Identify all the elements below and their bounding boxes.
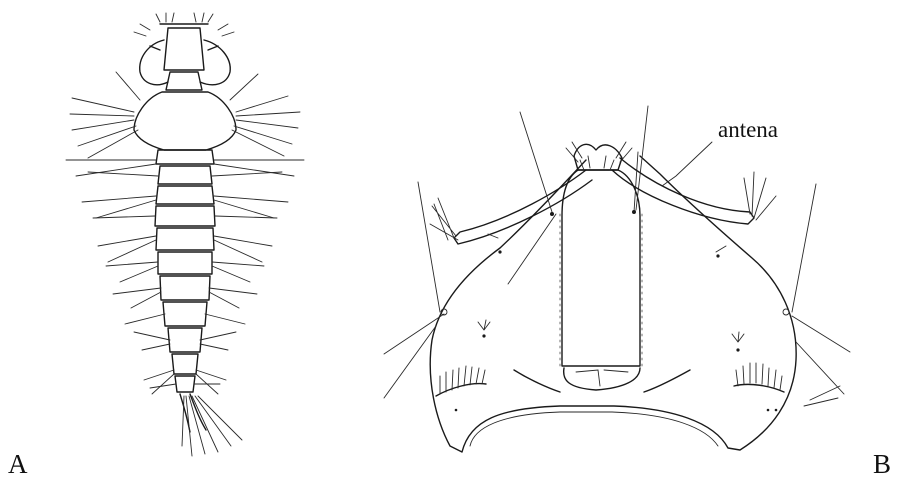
antenna-callout-line bbox=[662, 142, 712, 186]
larva-abdomen bbox=[155, 166, 215, 432]
antenna-label: antena bbox=[718, 118, 778, 141]
right-antenna bbox=[612, 158, 754, 224]
larva-head bbox=[134, 13, 234, 85]
larva-head-capsule-drawing bbox=[384, 106, 850, 452]
panel-a-label: A bbox=[8, 451, 28, 478]
left-bristle-comb bbox=[436, 366, 486, 396]
head-capsule-outline bbox=[430, 156, 796, 452]
left-antenna bbox=[454, 170, 592, 244]
central-plate bbox=[562, 170, 640, 366]
head-pores bbox=[441, 210, 789, 411]
larva-setae bbox=[66, 72, 304, 456]
larva-whole-body-drawing bbox=[66, 13, 304, 456]
panel-b-label: B bbox=[873, 451, 891, 478]
right-bristle-comb bbox=[734, 363, 784, 392]
larva-thorax bbox=[134, 72, 236, 164]
